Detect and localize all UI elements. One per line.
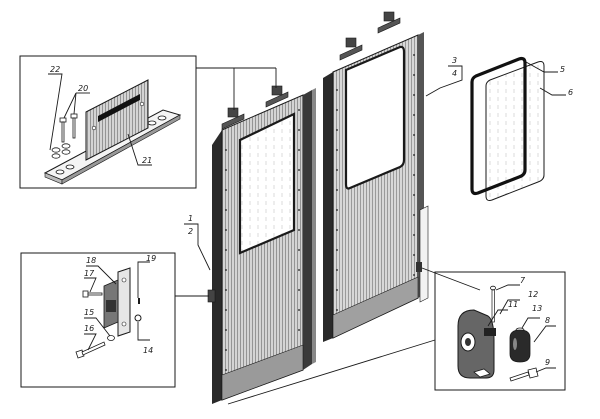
callout-3: 3 xyxy=(452,56,457,65)
callout-14: 14 xyxy=(143,346,153,355)
left-door-top-bracket-2 xyxy=(265,85,289,108)
right-door-side-rail xyxy=(419,205,429,303)
callout-8: 8 xyxy=(545,316,550,325)
callout-7: 7 xyxy=(520,276,526,285)
left-door-top-bracket-1 xyxy=(221,107,245,130)
right-door-panel xyxy=(323,11,429,342)
right-door-latch xyxy=(416,262,422,272)
callout-11: 11 xyxy=(508,300,518,309)
callout-15: 15 xyxy=(84,308,94,317)
connection-lines xyxy=(175,61,566,405)
callout-17: 17 xyxy=(84,269,95,278)
right-door-top-bracket-1 xyxy=(339,37,363,61)
callout-13: 13 xyxy=(532,304,542,313)
inset-stop-bolt-horizontal xyxy=(509,367,539,382)
right-door-window xyxy=(344,45,406,190)
callout-20: 20 xyxy=(78,84,88,93)
inset-bolt-pair xyxy=(59,113,78,143)
callout-22: 22 xyxy=(50,65,60,74)
inset-stop-bolt-vertical xyxy=(490,285,496,323)
window-glass xyxy=(485,61,545,201)
window-seal-and-glass xyxy=(470,56,545,201)
callout-4: 4 xyxy=(452,69,457,78)
left-door-window xyxy=(238,112,296,255)
callout-1: 1 xyxy=(188,214,193,223)
callout-6: 6 xyxy=(568,88,573,97)
inset-door-stop xyxy=(434,271,566,391)
inset-hinge-bolt-upper xyxy=(82,290,103,298)
inset-top-bracket xyxy=(19,55,197,189)
callout-2: 2 xyxy=(188,227,193,236)
callout-19: 19 xyxy=(146,254,156,263)
right-door-top-bracket-2 xyxy=(377,11,401,34)
callout-12: 12 xyxy=(528,290,538,299)
callout-18: 18 xyxy=(86,256,96,265)
inset-hinge xyxy=(20,252,176,388)
callout-5: 5 xyxy=(560,65,565,74)
left-door-latch xyxy=(207,289,216,303)
inset-hinge-bolt-lower xyxy=(75,341,106,359)
callout-16: 16 xyxy=(84,324,94,333)
callout-9: 9 xyxy=(545,358,550,367)
window-rubber-seal xyxy=(470,56,527,196)
callout-numbers: 1 2 3 4 5 6 7 8 9 11 12 13 14 15 16 17 1… xyxy=(50,56,573,367)
left-door-panel xyxy=(207,85,316,404)
callout-21: 21 xyxy=(142,156,152,165)
